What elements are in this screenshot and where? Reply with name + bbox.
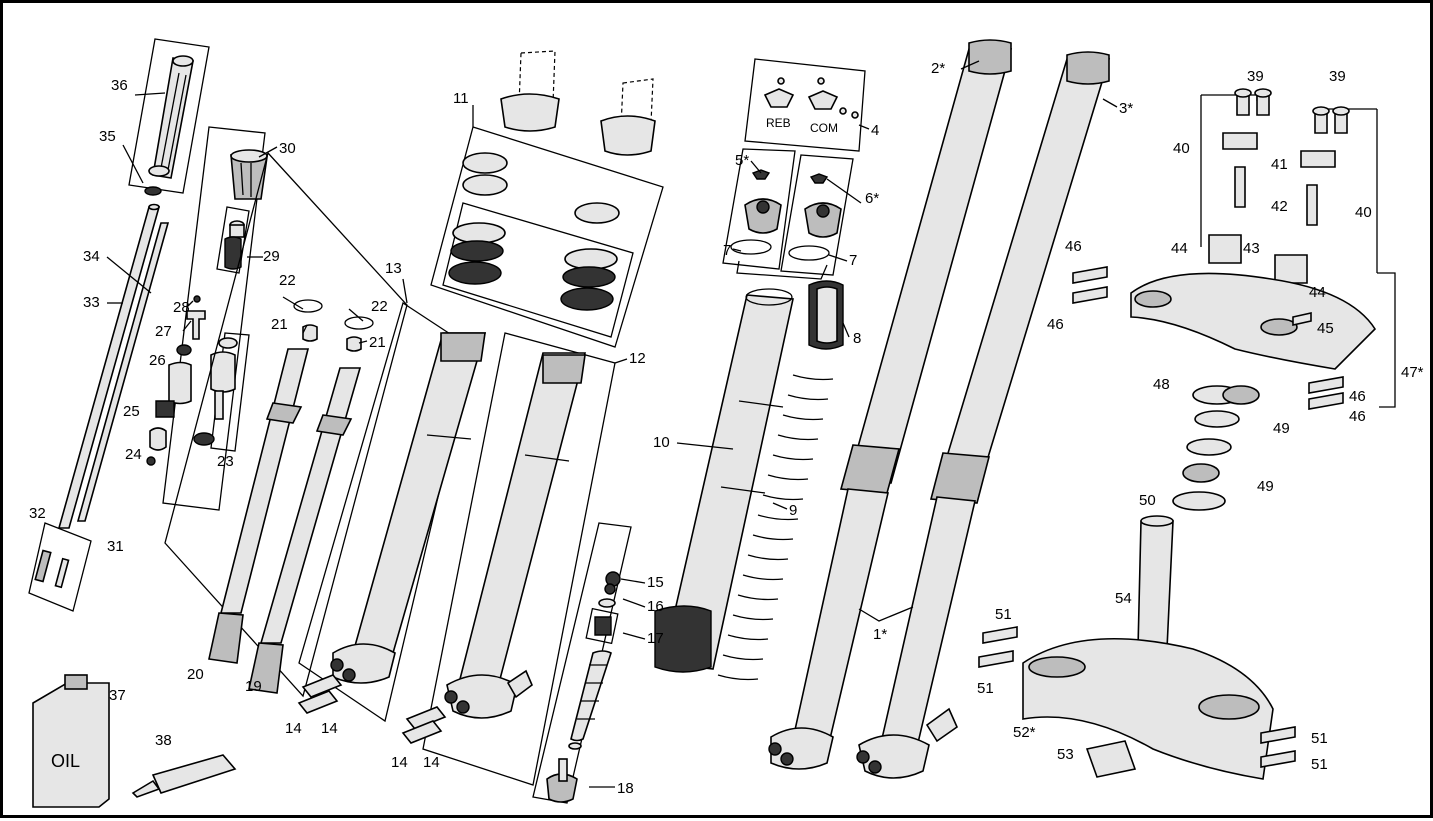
- callout-46c: 46: [1349, 388, 1366, 405]
- callout-25: 25: [123, 403, 140, 420]
- callout-8: 8: [853, 330, 861, 347]
- callout-10: 10: [653, 434, 670, 451]
- callout-16: 16: [647, 598, 664, 615]
- callout-40b: 40: [1355, 204, 1372, 221]
- callout-42: 42: [1271, 198, 1288, 215]
- front-fork-exploded-view: REB COM: [28, 38, 1424, 808]
- oil-label: OIL: [51, 751, 80, 771]
- callout-43: 43: [1243, 240, 1260, 257]
- callout-46b: 46: [1047, 316, 1064, 333]
- callout-17: 17: [647, 630, 664, 647]
- part-33-34-rods: [57, 203, 170, 529]
- callout-53: 53: [1057, 746, 1074, 763]
- part-12-outer-tube: [401, 332, 616, 786]
- callout-9: 9: [789, 502, 797, 519]
- steering-bearings: [1172, 385, 1260, 511]
- callout-3: 3*: [1119, 100, 1133, 117]
- callout-18: 18: [617, 780, 634, 797]
- callout-40a: 40: [1173, 140, 1190, 157]
- parts-8-10-cartridge-spring: [654, 280, 844, 681]
- parts-4-7-caps: REB COM: [722, 58, 866, 280]
- callout-19: 19: [245, 678, 262, 695]
- callout-4: 4: [871, 122, 879, 139]
- callout-51a: 51: [995, 606, 1012, 623]
- callout-21a: 21: [271, 316, 288, 333]
- part-11-seals: [430, 50, 664, 348]
- callout-54: 54: [1115, 590, 1132, 607]
- callout-41: 41: [1271, 156, 1288, 173]
- callout-51d: 51: [1311, 756, 1328, 773]
- reb-label: REB: [766, 116, 791, 130]
- callout-39a: 39: [1247, 68, 1264, 85]
- callout-27: 27: [155, 323, 172, 340]
- callout-33: 33: [83, 294, 100, 311]
- callout-48: 48: [1153, 376, 1170, 393]
- parts-37-38-consumables: OIL: [32, 674, 237, 808]
- callout-51b: 51: [977, 680, 994, 697]
- part-callouts: 36 35 34 33 30 29 28 27 26 25 24 23 32 3…: [29, 60, 1424, 797]
- callout-2: 2*: [931, 60, 945, 77]
- part-31-32: [28, 522, 92, 612]
- callout-38: 38: [155, 732, 172, 749]
- callout-46a: 46: [1065, 238, 1082, 255]
- callout-49a: 49: [1273, 420, 1290, 437]
- callout-51c: 51: [1311, 730, 1328, 747]
- leader-lines: [106, 60, 1118, 788]
- callout-49b: 49: [1257, 478, 1274, 495]
- callout-14b: 14: [321, 720, 338, 737]
- lower-triple-clamp: [978, 515, 1296, 780]
- com-label: COM: [810, 121, 838, 135]
- parts-19-22-inner-tubes: [164, 151, 408, 698]
- callout-52: 52*: [1013, 724, 1036, 741]
- callout-7a: 7: [723, 242, 731, 259]
- callout-47: 47*: [1401, 364, 1424, 381]
- callout-15: 15: [647, 574, 664, 591]
- callout-14d: 14: [423, 754, 440, 771]
- callout-39b: 39: [1329, 68, 1346, 85]
- callout-36: 36: [111, 77, 128, 94]
- part-36-tool: [128, 38, 210, 196]
- callout-21b: 21: [369, 334, 386, 351]
- callout-13: 13: [385, 260, 402, 277]
- callout-29: 29: [263, 248, 280, 265]
- callout-22b: 22: [371, 298, 388, 315]
- callout-6: 6*: [865, 190, 879, 207]
- parts-15-18-cartridge: [532, 522, 632, 804]
- callout-32: 32: [29, 505, 46, 522]
- callout-14c: 14: [391, 754, 408, 771]
- callout-44b: 44: [1309, 284, 1326, 301]
- callout-22a: 22: [279, 272, 296, 289]
- callout-30: 30: [279, 140, 296, 157]
- callout-11: 11: [453, 90, 469, 107]
- callout-31: 31: [107, 538, 124, 555]
- callout-34: 34: [83, 248, 100, 265]
- callout-45: 45: [1317, 320, 1334, 337]
- parts-23-30-group: [146, 126, 268, 511]
- callout-14a: 14: [285, 720, 302, 737]
- upper-triple-clamp: [1072, 88, 1396, 410]
- part-13-outer-tube: [297, 301, 487, 723]
- callout-20: 20: [187, 666, 204, 683]
- callout-7b: 7: [849, 252, 857, 269]
- callout-35: 35: [99, 128, 116, 145]
- callout-24: 24: [125, 446, 142, 463]
- callout-50: 50: [1139, 492, 1156, 509]
- callout-26: 26: [149, 352, 166, 369]
- callout-12: 12: [629, 350, 646, 367]
- parts-1-3-fork-legs: [768, 39, 1111, 779]
- callout-1: 1*: [873, 626, 887, 643]
- callout-23: 23: [217, 453, 234, 470]
- callout-5: 5*: [735, 152, 749, 169]
- callout-46d: 46: [1349, 408, 1366, 425]
- callout-37: 37: [109, 687, 126, 704]
- callout-28: 28: [173, 299, 190, 316]
- callout-44a: 44: [1171, 240, 1188, 257]
